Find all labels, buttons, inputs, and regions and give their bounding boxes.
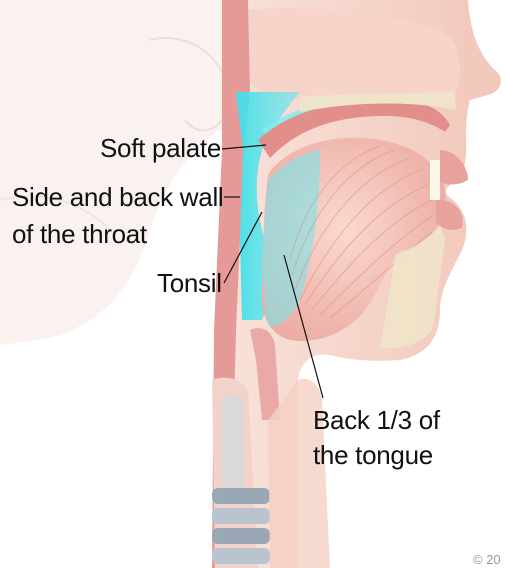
label-side-wall-line1: Side and back wall	[12, 182, 223, 212]
teeth	[430, 160, 440, 200]
label-tongue-line2: the tongue	[313, 440, 433, 470]
copyright-notice: © 20	[473, 552, 501, 567]
label-tongue-line1: Back 1/3 of	[313, 405, 440, 435]
label-side-wall-line2: of the throat	[12, 219, 147, 249]
label-tonsil: Tonsil	[157, 268, 222, 298]
label-soft-palate: Soft palate	[100, 133, 221, 163]
trachea-lumen	[222, 395, 244, 495]
lower-lip	[436, 200, 463, 230]
